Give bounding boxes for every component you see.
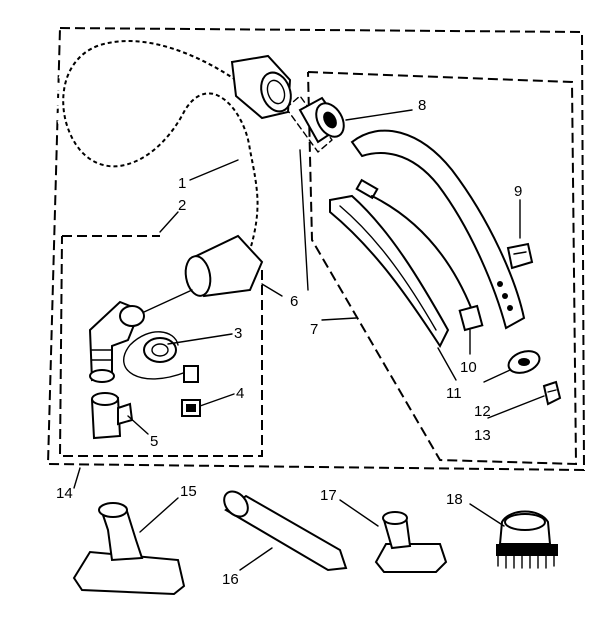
- callout-2: 2: [178, 197, 186, 214]
- callout-6: 6: [290, 293, 298, 310]
- callout-15: 15: [180, 483, 197, 500]
- upholstery-tool-icon: [72, 502, 186, 596]
- callout-3: 3: [234, 325, 242, 342]
- swivel-elbow-icon: [88, 289, 193, 383]
- callout-1: 1: [178, 175, 186, 192]
- callout-11: 11: [446, 385, 462, 402]
- box-7-border: [307, 71, 578, 466]
- hose-assembly-icon: [55, 33, 292, 298]
- wand-wire-harness-icon: [355, 178, 484, 332]
- dusting-tool-icon: [374, 511, 448, 573]
- callout-labels: 1 2 3 4 5 6 7 8 9 10 11 12 13 14 15 16 1…: [56, 97, 522, 588]
- hose-end-connector-icon: [90, 392, 134, 440]
- kit-border: [46, 26, 586, 472]
- callout-8: 8: [418, 97, 426, 114]
- wand-half-icon: [329, 194, 450, 349]
- brush-tool-icon: [496, 510, 558, 569]
- crevice-tool-icon: [223, 490, 348, 572]
- callout-17: 17: [320, 487, 337, 504]
- callout-14: 14: [56, 485, 73, 502]
- callout-9: 9: [514, 183, 522, 200]
- callout-13: 13: [474, 427, 491, 444]
- hose-cuff-icon: [298, 96, 345, 144]
- clip-icon: [506, 242, 534, 270]
- cord-clip-icon: [123, 331, 199, 383]
- wand-icon: [350, 129, 526, 330]
- spring-icon: [542, 380, 562, 406]
- wire-connector-icon: [181, 399, 201, 417]
- callout-18: 18: [446, 491, 463, 508]
- box-6-border: [285, 95, 333, 153]
- leader-lines: [73, 109, 545, 571]
- callout-10: 10: [460, 359, 477, 376]
- callout-16: 16: [222, 571, 239, 588]
- latch-icon: [507, 350, 541, 374]
- callout-12: 12: [474, 403, 491, 420]
- callout-7: 7: [310, 321, 318, 338]
- callout-4: 4: [236, 385, 244, 402]
- callout-5: 5: [150, 433, 158, 450]
